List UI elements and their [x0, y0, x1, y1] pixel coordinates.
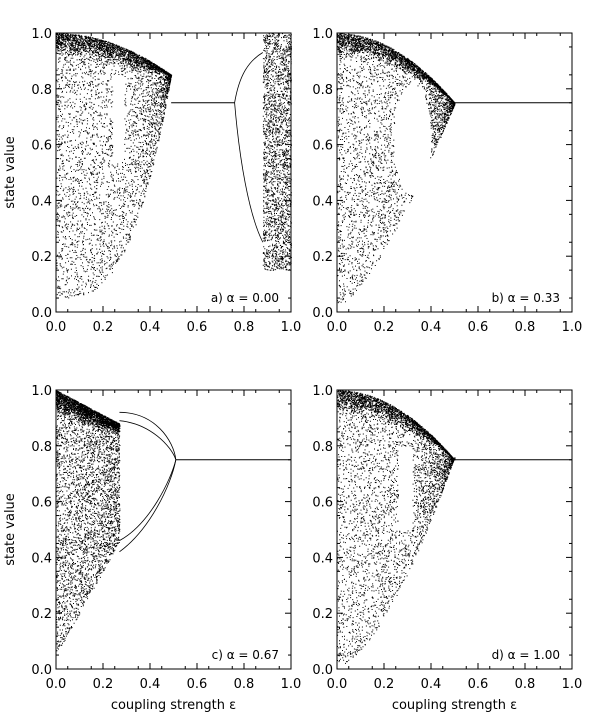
- y-tick-label: 0.0: [312, 306, 333, 321]
- scatter-cloud-d: [337, 390, 456, 664]
- scatter-points-d: [337, 390, 456, 664]
- branch-a-lower: [234, 102, 264, 243]
- x-tick-label: 0.6: [187, 677, 208, 692]
- x-axis-label: coupling strength ε: [392, 698, 517, 713]
- y-axis-label: state value: [3, 493, 18, 566]
- branch-upper: [119, 411, 177, 460]
- x-tick-label: 1.0: [562, 677, 583, 692]
- x-tick-label: 0.4: [421, 677, 442, 692]
- periodic-branches-c: [119, 411, 177, 553]
- scatter-cloud-b: [337, 33, 456, 304]
- x-tick-label: 0.8: [515, 320, 536, 335]
- branch-a-upper: [234, 52, 264, 103]
- x-axis-label: coupling strength ε: [111, 698, 236, 713]
- x-tick-label: 0.0: [46, 320, 67, 335]
- y-tick-label: 1.0: [312, 384, 333, 399]
- y-tick-label: 0.2: [31, 250, 52, 265]
- y-tick-label: 0.0: [312, 663, 333, 678]
- scatter-points-b: [337, 33, 456, 304]
- y-tick-label: 0.0: [31, 663, 52, 678]
- y-tick-label: 0.2: [312, 607, 333, 622]
- x-tick-label: 0.6: [468, 320, 489, 335]
- plot-frame-d: [336, 389, 573, 670]
- x-tick-label: 0.4: [140, 320, 161, 335]
- y-tick-label: 0.6: [31, 139, 52, 154]
- y-tick-label: 0.2: [31, 607, 52, 622]
- branch-lower-2: [119, 459, 177, 553]
- plot-frame-b: [336, 32, 573, 313]
- x-tick-label: 0.0: [327, 320, 348, 335]
- y-tick-label: 0.2: [312, 250, 333, 265]
- x-tick-label: 0.6: [468, 677, 489, 692]
- y-tick-label: 0.4: [312, 194, 333, 209]
- y-tick-label: 0.8: [31, 440, 52, 455]
- x-tick-label: 0.2: [93, 677, 114, 692]
- y-tick-label: 0.4: [31, 194, 52, 209]
- x-tick-label: 0.8: [515, 677, 536, 692]
- y-tick-label: 0.8: [312, 440, 333, 455]
- x-tick-label: 0.4: [140, 677, 161, 692]
- x-tick-label: 0.6: [187, 320, 208, 335]
- scatter-points-c: [56, 390, 121, 652]
- branch-lower: [119, 459, 177, 542]
- x-tick-label: 1.0: [562, 320, 583, 335]
- plot-frame-c: [55, 389, 292, 670]
- branch-upper-2: [119, 420, 177, 460]
- y-tick-label: 1.0: [312, 27, 333, 42]
- x-tick-label: 1.0: [281, 677, 302, 692]
- panel-b: 0.0 0.2 0.4 0.6 0.8 1.0 0.0 0.2 0.4 0.6 0.8 1.0 b) α…: [312, 27, 582, 335]
- x-tick-label: 1.0: [281, 320, 302, 335]
- y-tick-label: 1.0: [31, 27, 52, 42]
- y-tick-label: 0.6: [312, 496, 333, 511]
- x-tick-label: 0.2: [374, 320, 395, 335]
- y-tick-label: 0.4: [312, 551, 333, 566]
- x-tick-label: 0.4: [421, 320, 442, 335]
- panel-a: 0.0 0.2 0.4 0.6 0.8 1.0 0.0 0.2 0.4 0.6 0.8 1.0 a) α…: [3, 27, 301, 335]
- y-tick-label: 0.0: [31, 306, 52, 321]
- panel-label-c: c) α = 0.67: [212, 648, 279, 662]
- y-axis-label: state value: [3, 136, 18, 209]
- y-tick-label: 0.8: [31, 83, 52, 98]
- plot-frame-a: [55, 32, 292, 313]
- x-tick-label: 0.0: [327, 677, 348, 692]
- panel-d: 0.0 0.2 0.4 0.6 0.8 1.0 0.0 0.2 0.4 0.6 0.8 1.0 d) α…: [312, 384, 582, 713]
- x-tick-label: 0.2: [374, 677, 395, 692]
- periodic-branches-a: [234, 52, 264, 243]
- x-tick-label: 0.2: [93, 320, 114, 335]
- panel-label-a: a) α = 0.00: [211, 291, 279, 305]
- y-tick-label: 0.8: [312, 83, 333, 98]
- y-tick-label: 0.4: [31, 551, 52, 566]
- x-tick-label: 0.8: [234, 320, 255, 335]
- x-tick-label: 0.8: [234, 677, 255, 692]
- x-tick-label: 0.0: [46, 677, 67, 692]
- y-tick-label: 0.6: [31, 496, 52, 511]
- y-tick-label: 1.0: [31, 384, 52, 399]
- panel-label-d: d) α = 1.00: [492, 648, 560, 662]
- scatter-cloud-a: [56, 33, 292, 299]
- panel-label-b: b) α = 0.33: [492, 291, 560, 305]
- panel-c: 0.0 0.2 0.4 0.6 0.8 1.0 0.0 0.2 0.4 0.6 0.8 1.0 c) α…: [3, 384, 301, 713]
- y-tick-label: 0.6: [312, 139, 333, 154]
- scatter-cloud-c: [56, 390, 121, 652]
- scatter-points-a: [56, 33, 292, 299]
